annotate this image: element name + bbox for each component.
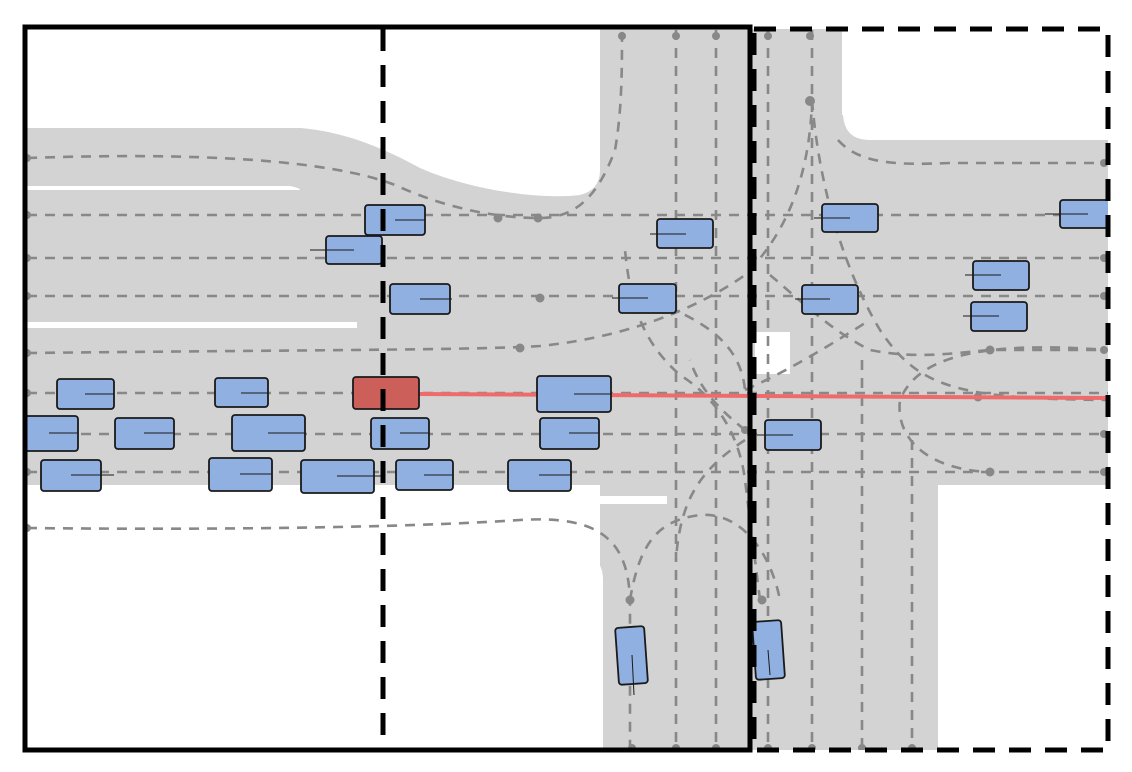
vehicle <box>208 457 273 492</box>
vehicle <box>539 417 600 450</box>
vehicle <box>612 283 677 314</box>
vehicle <box>231 414 306 452</box>
vehicle <box>364 204 426 236</box>
vehicles <box>27 199 1108 696</box>
vehicle <box>1045 199 1108 229</box>
vehicle <box>814 203 879 233</box>
vehicle <box>56 378 115 410</box>
vehicle <box>614 625 649 696</box>
window-frames <box>22 24 1111 753</box>
vehicle <box>507 459 572 492</box>
bottom-right-block <box>938 500 1108 750</box>
vehicle <box>114 417 175 450</box>
vehicle <box>214 377 269 408</box>
vehicle <box>757 419 822 451</box>
top-right-block <box>843 29 1108 140</box>
vehicle <box>963 301 1028 332</box>
south-road-right-block <box>752 330 938 750</box>
vehicle <box>795 284 859 315</box>
vehicle <box>650 218 714 249</box>
current-window-frame <box>22 24 753 753</box>
ego-vehicle <box>352 376 420 410</box>
median-island <box>755 332 790 374</box>
vehicle <box>751 619 786 681</box>
vehicle <box>300 459 384 494</box>
road-gap-3 <box>27 496 667 504</box>
road-gap-1 <box>27 186 300 190</box>
top-left-block <box>27 29 600 197</box>
vehicle <box>965 260 1030 291</box>
vehicle <box>27 415 79 452</box>
road-gap-2 <box>27 322 357 328</box>
vehicle <box>536 375 612 413</box>
vehicle <box>395 459 454 491</box>
ego-trajectory-ray <box>417 392 1108 400</box>
vehicle <box>370 417 430 450</box>
non-road-areas <box>27 29 1108 750</box>
vehicle <box>389 283 452 315</box>
vehicle <box>40 459 114 492</box>
bottom-left-block <box>27 555 603 750</box>
